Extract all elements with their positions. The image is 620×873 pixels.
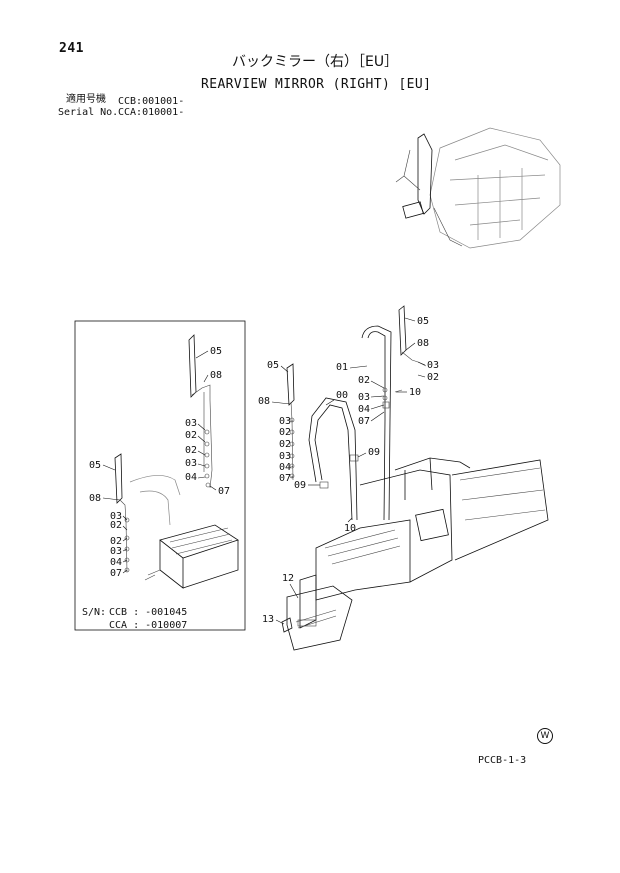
callout-label: 02 (279, 439, 291, 450)
callout-label: 00 (336, 390, 348, 401)
title-english: REARVIEW MIRROR (RIGHT) [EU] (201, 77, 432, 92)
callout-label: 02 (185, 445, 197, 456)
main-right-callouts: 05 08 03 02 01 02 03 04 07 10 (336, 316, 439, 427)
inset-sn-cca: CCA : -010007 (109, 620, 188, 631)
callout-label: 03 (110, 546, 122, 557)
callout-label: 04 (279, 462, 291, 473)
callout-label: 07 (110, 568, 122, 579)
inset-left-mirror (114, 453, 181, 573)
serial-cca: CCA:010001- (118, 107, 185, 118)
callout-label: 05 (210, 346, 222, 357)
callout-label: 05 (417, 316, 429, 327)
page-number: 241 (59, 41, 84, 56)
callout-label: 05 (89, 460, 101, 471)
title-japanese: バックミラー（右）［EU］ (232, 54, 399, 70)
lower-callouts: 12 13 (262, 573, 299, 625)
footer-code: PCCB-1-3 (478, 755, 527, 766)
callout-label: 08 (210, 370, 222, 381)
callout-label: 08 (417, 338, 429, 349)
inset-step-box (144, 524, 239, 589)
callout-label: 03 (185, 418, 197, 429)
callout-label: 04 (110, 557, 122, 568)
callout-label: 01 (336, 362, 348, 373)
maker-mark-icon: W (537, 728, 553, 744)
callout-label: 02 (185, 430, 197, 441)
callout-label: 02 (358, 375, 370, 386)
callout-label: 07 (218, 486, 230, 497)
callout-label: 03 (279, 416, 291, 427)
main-left-callouts: 05 08 00 03 02 02 03 04 07 09 09 10 (258, 360, 380, 534)
callout-label: 10 (344, 523, 356, 534)
serial-label-japanese: 適用号機 (66, 94, 106, 105)
callout-label: 03 (427, 360, 439, 371)
callout-label: 07 (279, 473, 291, 484)
callout-label: 08 (89, 493, 101, 504)
callout-label: 02 (427, 372, 439, 383)
inset-callouts: 05 08 03 02 02 03 04 07 05 08 03 02 02 0… (89, 346, 230, 579)
callout-label: 07 (358, 416, 370, 427)
callout-label: 03 (279, 451, 291, 462)
callout-label: 12 (282, 573, 294, 584)
callout-label: 02 (279, 427, 291, 438)
callout-label: 10 (409, 387, 421, 398)
callout-label: 09 (368, 447, 380, 458)
callout-label: 02 (110, 520, 122, 531)
callout-label: 04 (185, 472, 197, 483)
inset-upper-mirror (188, 334, 213, 489)
serial-label-english: Serial No. (58, 107, 119, 118)
inset-sn-label: S/N: (82, 607, 107, 618)
inset-frame (74, 320, 246, 631)
callout-label: 03 (358, 392, 370, 403)
callout-label: 02 (110, 536, 122, 547)
callout-label: 13 (262, 614, 274, 625)
callout-label: 04 (358, 404, 370, 415)
callout-label: 08 (258, 396, 270, 407)
main-left-handrail (286, 363, 359, 521)
main-lower-cover (281, 585, 353, 651)
callout-label: 09 (294, 480, 306, 491)
callout-label: 03 (185, 458, 197, 469)
callout-label: 05 (267, 360, 279, 371)
callout-label: 03 (110, 511, 122, 522)
main-machine-body (299, 457, 549, 629)
inset-sn-ccb: CCB : -001045 (109, 607, 188, 618)
serial-ccb: CCB:001001- (118, 96, 185, 107)
machine-overview-thumbnail (395, 127, 561, 249)
